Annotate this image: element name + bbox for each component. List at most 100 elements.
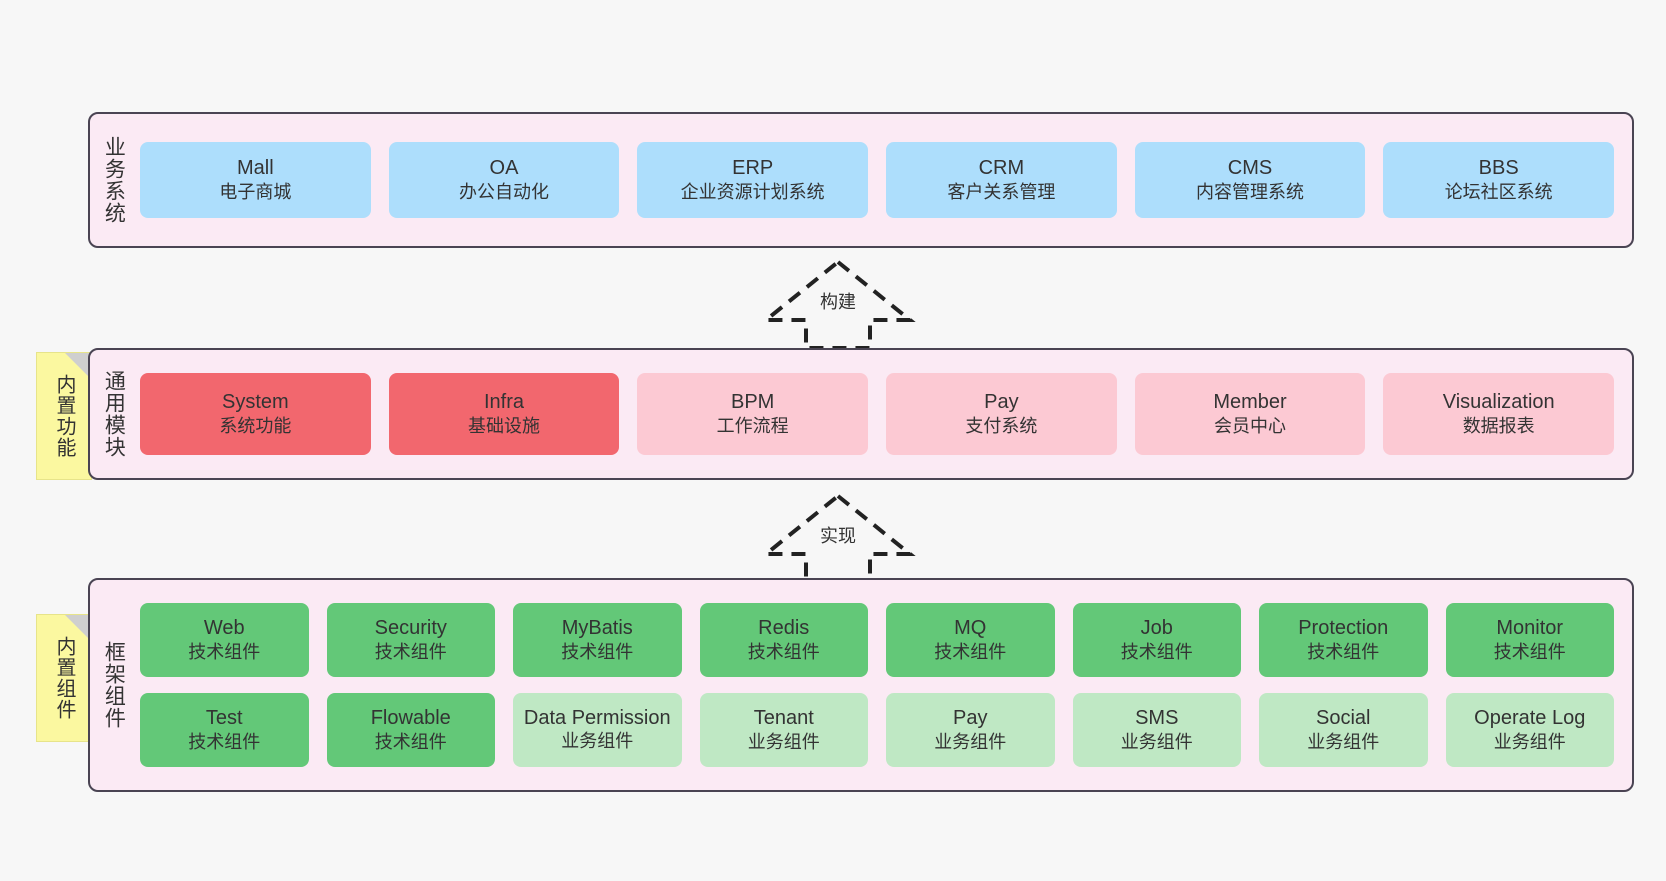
- card-subtitle: 业务组件: [1307, 732, 1380, 753]
- card-sms[interactable]: SMS 业务组件: [1072, 693, 1241, 767]
- card-title: Mall: [237, 157, 274, 180]
- card-system[interactable]: System 系统功能: [140, 373, 371, 455]
- card-title: Pay: [953, 707, 988, 730]
- card-title: BPM: [731, 391, 775, 414]
- card-title: Test: [205, 707, 243, 730]
- card-subtitle: 系统功能: [219, 416, 292, 437]
- card-title: MQ: [954, 617, 987, 640]
- card-row: Test 技术组件 Flowable 技术组件 Data Permission …: [140, 693, 1614, 767]
- card-title: Visualization: [1442, 391, 1555, 414]
- sticky-note-label: 内置功能: [53, 374, 75, 458]
- folded-corner-icon: [65, 615, 91, 641]
- card-title: Data Permission: [523, 707, 671, 730]
- card-title: Pay: [984, 391, 1019, 414]
- card-subtitle: 技术组件: [188, 642, 261, 663]
- card-row: System 系统功能 Infra 基础设施 BPM 工作流程 Pay 支付系统…: [140, 373, 1615, 455]
- card-mall[interactable]: Mall 电子商城: [140, 142, 371, 218]
- card-subtitle: 支付系统: [965, 416, 1038, 437]
- card-job[interactable]: Job 技术组件: [1072, 603, 1241, 677]
- card-bpm[interactable]: BPM 工作流程: [637, 373, 869, 455]
- card-row: Web 技术组件 Security 技术组件 MyBatis 技术组件 Redi…: [140, 603, 1614, 677]
- card-subtitle: 技术组件: [1120, 642, 1193, 663]
- card-mq[interactable]: MQ 技术组件: [886, 603, 1055, 677]
- card-subtitle: 内容管理系统: [1196, 182, 1305, 203]
- card-security[interactable]: Security 技术组件: [326, 603, 495, 677]
- card-row: Mall 电子商城 OA 办公自动化 ERP 企业资源计划系统 CRM 客户关系…: [140, 142, 1615, 218]
- card-subtitle: 技术组件: [374, 732, 447, 753]
- card-subtitle: 技术组件: [188, 732, 261, 753]
- card-subtitle: 业务组件: [1493, 732, 1566, 753]
- card-crm[interactable]: CRM 客户关系管理: [886, 142, 1117, 218]
- layer-framework-components: 框架组件 Web 技术组件 Security 技术组件 MyBatis 技术组件…: [88, 578, 1634, 792]
- card-subtitle: 技术组件: [374, 642, 447, 663]
- card-title: MyBatis: [561, 617, 633, 640]
- card-oa[interactable]: OA 办公自动化: [388, 142, 620, 218]
- card-title: OA: [489, 157, 519, 180]
- card-title: Flowable: [370, 707, 451, 730]
- card-flowable[interactable]: Flowable 技术组件: [326, 693, 495, 767]
- card-subtitle: 企业资源计划系统: [680, 182, 825, 203]
- card-title: CMS: [1227, 157, 1273, 180]
- card-title: SMS: [1135, 707, 1179, 730]
- card-subtitle: 业务组件: [1120, 732, 1193, 753]
- card-title: Protection: [1298, 617, 1389, 640]
- card-subtitle: 客户关系管理: [947, 182, 1056, 203]
- layer-title-framework-components: 框架组件: [102, 641, 126, 729]
- card-test[interactable]: Test 技术组件: [140, 693, 309, 767]
- card-cms[interactable]: CMS 内容管理系统: [1134, 142, 1366, 218]
- card-infra[interactable]: Infra 基础设施: [388, 373, 620, 455]
- card-title: System: [221, 391, 289, 414]
- card-operate-log[interactable]: Operate Log 业务组件: [1445, 693, 1614, 767]
- card-subtitle: 业务组件: [934, 732, 1007, 753]
- card-title: CRM: [978, 157, 1025, 180]
- card-pay[interactable]: Pay 支付系统: [886, 373, 1117, 455]
- card-monitor[interactable]: Monitor 技术组件: [1445, 603, 1614, 677]
- sticky-note-builtin-components: 内置组件: [36, 614, 92, 742]
- card-redis[interactable]: Redis 技术组件: [699, 603, 868, 677]
- layer-business-systems: 业务系统 Mall 电子商城 OA 办公自动化 ERP 企业资源计划系统 CRM…: [88, 112, 1634, 248]
- card-subtitle: 办公自动化: [459, 182, 549, 203]
- card-title: Social: [1316, 707, 1371, 730]
- card-title: Infra: [483, 391, 525, 414]
- arrow-label-implement: 实现: [820, 526, 856, 546]
- layer-body-common-modules: System 系统功能 Infra 基础设施 BPM 工作流程 Pay 支付系统…: [136, 350, 1632, 478]
- card-subtitle: 技术组件: [1307, 642, 1380, 663]
- card-subtitle: 基础设施: [468, 416, 540, 437]
- card-title: Operate Log: [1474, 707, 1586, 730]
- layer-title-common-modules: 通用模块: [102, 370, 126, 458]
- card-member[interactable]: Member 会员中心: [1134, 373, 1366, 455]
- card-subtitle: 业务组件: [747, 732, 820, 753]
- card-erp[interactable]: ERP 企业资源计划系统: [637, 142, 869, 218]
- sticky-note-label: 内置组件: [53, 636, 75, 720]
- card-subtitle: 会员中心: [1214, 416, 1287, 437]
- card-visualization[interactable]: Visualization 数据报表: [1383, 373, 1615, 455]
- layer-body-framework-components: Web 技术组件 Security 技术组件 MyBatis 技术组件 Redi…: [136, 580, 1632, 790]
- layer-common-modules: 通用模块 System 系统功能 Infra 基础设施 BPM 工作流程 Pay…: [88, 348, 1634, 480]
- layer-body-business-systems: Mall 电子商城 OA 办公自动化 ERP 企业资源计划系统 CRM 客户关系…: [136, 114, 1632, 246]
- arrow-label-build: 构建: [820, 292, 856, 312]
- card-data-permission[interactable]: Data Permission 业务组件: [513, 693, 682, 767]
- card-subtitle: 技术组件: [747, 642, 820, 663]
- card-bbs[interactable]: BBS 论坛社区系统: [1383, 142, 1615, 218]
- card-subtitle: 论坛社区系统: [1444, 182, 1553, 203]
- card-pay-business[interactable]: Pay 业务组件: [886, 693, 1055, 767]
- folded-corner-icon: [65, 353, 91, 379]
- card-title: Monitor: [1496, 617, 1564, 640]
- card-subtitle: 技术组件: [934, 642, 1007, 663]
- card-subtitle: 技术组件: [561, 642, 634, 663]
- card-social[interactable]: Social 业务组件: [1259, 693, 1428, 767]
- card-subtitle: 电子商城: [219, 182, 292, 203]
- card-title: BBS: [1478, 157, 1519, 180]
- card-tenant[interactable]: Tenant 业务组件: [699, 693, 868, 767]
- sticky-note-builtin-features: 内置功能: [36, 352, 92, 480]
- card-title: Web: [203, 617, 245, 640]
- card-title: Member: [1213, 391, 1287, 414]
- card-title: Security: [374, 617, 447, 640]
- card-subtitle: 技术组件: [1493, 642, 1566, 663]
- card-mybatis[interactable]: MyBatis 技术组件: [513, 603, 682, 677]
- card-subtitle: 业务组件: [561, 731, 634, 752]
- card-subtitle: 数据报表: [1462, 416, 1535, 437]
- card-web[interactable]: Web 技术组件: [140, 603, 309, 677]
- card-protection[interactable]: Protection 技术组件: [1259, 603, 1428, 677]
